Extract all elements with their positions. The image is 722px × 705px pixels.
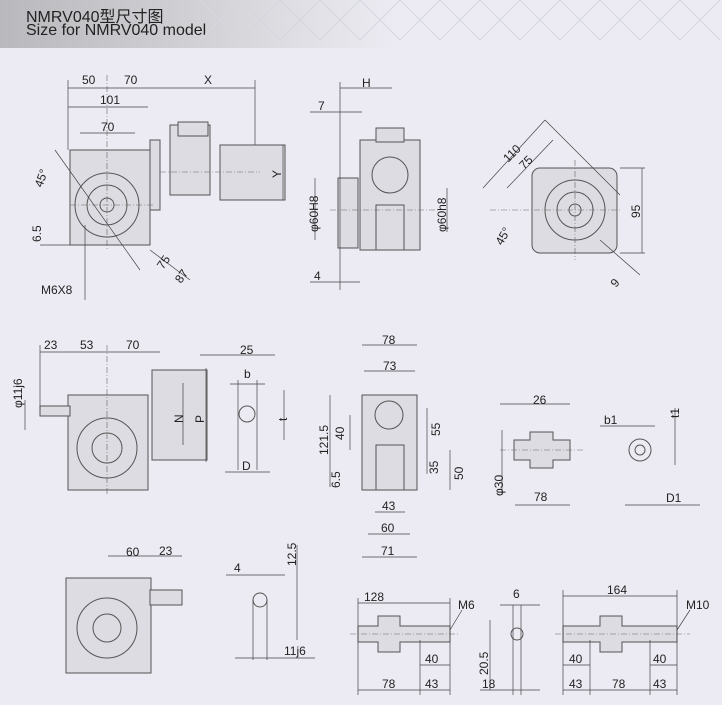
view-output: 60 23 4 12.5 11j6 [65, 542, 315, 674]
view-shaft-section: 25 b t D [200, 343, 290, 473]
dim-40-left: 40 [569, 652, 583, 666]
dim-x: X [204, 73, 212, 87]
dim-40: 40 [333, 426, 347, 440]
dim-35: 35 [427, 460, 441, 474]
dim-12-5: 12.5 [285, 542, 299, 566]
dim-bore-h8: φ60H8 [307, 195, 321, 232]
dim-60: 60 [381, 521, 395, 535]
dim-9: 9 [608, 276, 623, 290]
view-double-shaft: 164 M10 40 40 43 78 43 [555, 583, 710, 695]
dim-shaft-11j6: φ11j6 [11, 378, 25, 408]
dim-18: 18 [482, 677, 496, 691]
dim-60: 60 [126, 545, 140, 559]
dim-78: 78 [534, 490, 548, 504]
thread-m6x8: M6X8 [41, 283, 73, 297]
header-pattern [199, 0, 721, 41]
dim-128: 128 [364, 590, 384, 604]
dim-43: 43 [425, 677, 439, 691]
thread-m10: M10 [686, 598, 710, 612]
dim-43: 43 [382, 499, 396, 513]
title-banner: NMRV040型尺寸图 Size for NMRV040 model [0, 0, 722, 48]
dim-121-5: 121.5 [317, 425, 331, 455]
view-input: φ11j6 23 53 70 N P [11, 338, 208, 495]
dim-d1: D1 [666, 491, 682, 505]
dim-70-top: 70 [124, 73, 138, 87]
dim-shaft-11j6: 11j6 [284, 644, 306, 658]
dim-55: 55 [429, 422, 443, 436]
dim-y: Y [270, 170, 284, 178]
view-hollow-shaft: 26 φ30 78 b1 t1 D1 [492, 393, 700, 506]
title-english: Size for NMRV040 model [26, 22, 207, 39]
dim-20-5: 20.5 [477, 651, 491, 675]
dim-b1: b1 [604, 413, 618, 427]
dim-25: 25 [240, 343, 254, 357]
dim-26: 26 [533, 393, 547, 407]
view-flange-face: 110 75 95 45° 9 [482, 119, 645, 290]
dim-164: 164 [607, 583, 627, 597]
dim-78: 78 [382, 677, 396, 691]
dim-40: 40 [425, 652, 439, 666]
dim-angle-45: 45° [32, 167, 51, 189]
dim-78: 78 [612, 677, 626, 691]
dim-4: 4 [314, 269, 321, 283]
dim-70: 70 [126, 338, 140, 352]
dim-43-left: 43 [569, 677, 583, 691]
dim-6-5: 6.5 [30, 225, 44, 242]
title-chinese: NMRV040型尺寸图 [26, 9, 164, 26]
dim-d: D [242, 459, 251, 473]
view-side: 78 73 121.5 40 55 35 50 6.5 43 60 71 [317, 333, 466, 558]
dim-6: 6 [513, 587, 520, 601]
dim-43-right: 43 [653, 677, 667, 691]
thread-m6: M6 [458, 598, 475, 612]
dim-40-right: 40 [653, 652, 667, 666]
dim-h: H [362, 76, 371, 90]
view-flange-side: H 7 φ60H8 φ60h8 4 [307, 76, 449, 290]
dim-angle-45: 45° [492, 225, 513, 248]
dim-bore-h8-out: φ60h8 [435, 197, 449, 232]
dim-phi30: φ30 [492, 475, 506, 496]
dim-4: 4 [234, 561, 241, 575]
view-key: 6 20.5 18 [477, 587, 540, 695]
dim-6-5: 6.5 [329, 471, 343, 488]
dim-87: 87 [172, 266, 191, 285]
dim-7: 7 [318, 99, 325, 113]
dim-50: 50 [82, 73, 96, 87]
dim-p: P [193, 415, 207, 423]
dim-23: 23 [44, 338, 58, 352]
view-single-shaft: 128 M6 40 78 43 [350, 590, 475, 695]
dim-101: 101 [100, 93, 120, 107]
dim-95: 95 [629, 204, 643, 218]
dim-t1: t1 [668, 408, 682, 418]
dim-71: 71 [381, 544, 395, 558]
view-motor: 50 70 X 101 70 45° Y 6.5 75 87 M6X8 [30, 73, 286, 300]
dim-t: t [276, 417, 290, 421]
dim-50: 50 [452, 466, 466, 480]
dim-70-inner: 70 [101, 120, 115, 134]
dim-78: 78 [382, 333, 396, 347]
dim-b: b [244, 367, 251, 381]
dim-53: 53 [80, 338, 94, 352]
dim-23: 23 [159, 544, 173, 558]
dim-n: N [172, 414, 186, 423]
dim-73: 73 [383, 359, 397, 373]
